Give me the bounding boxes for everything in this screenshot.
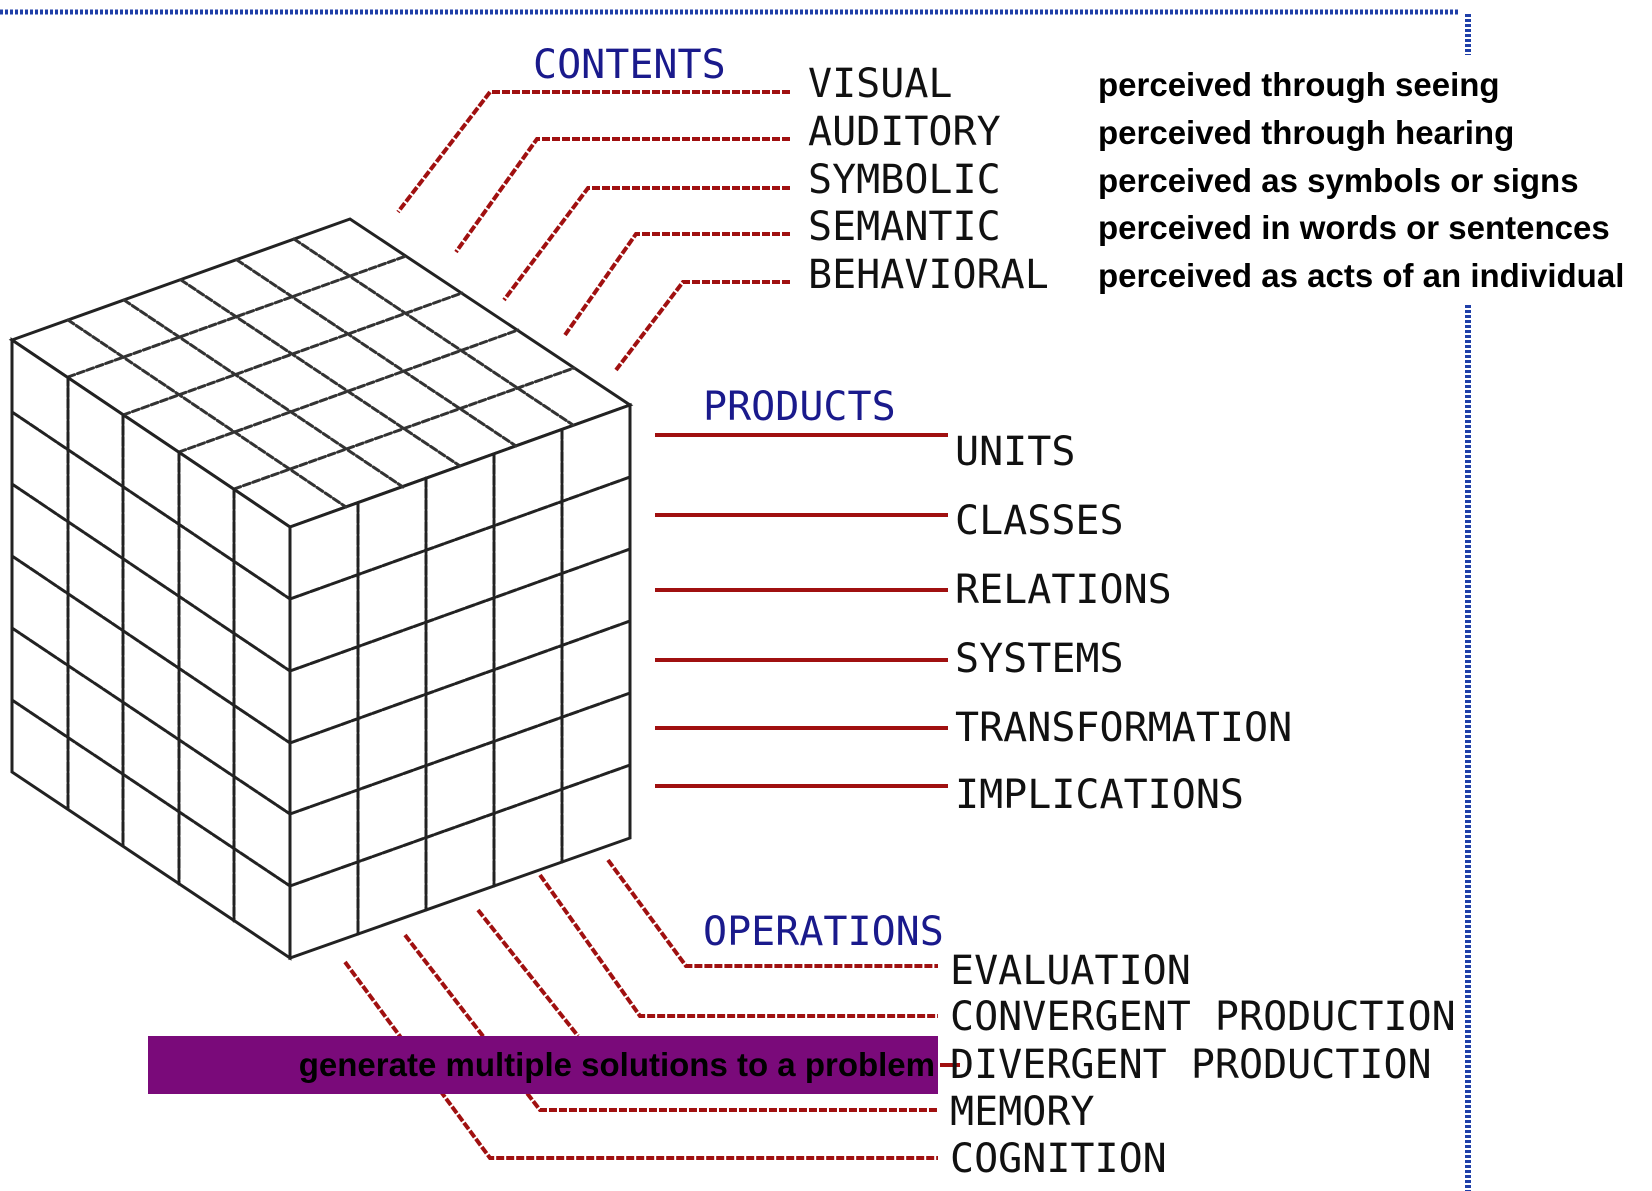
description-symbolic: perceived as symbols or signs	[1098, 162, 1579, 199]
cube-left-grid	[10, 375, 292, 923]
operations-item-divergent: DIVERGENT PRODUCTION	[950, 1042, 1432, 1088]
leader-memory	[403, 933, 938, 1112]
operations-item-memory: MEMORY	[950, 1089, 1095, 1135]
leader-lines	[343, 90, 960, 1160]
leader-symbolic	[502, 186, 790, 302]
leader-convergent	[538, 873, 938, 1018]
products-item-implications: IMPLICATIONS	[955, 772, 1244, 818]
contents-item-visual: VISUAL	[808, 61, 953, 107]
contents-labels: VISUAL AUDITORY SYMBOLIC SEMANTIC BEHAVI…	[808, 61, 1049, 298]
products-item-systems: SYSTEMS	[955, 636, 1124, 682]
leader-auditory	[454, 137, 790, 254]
highlight-banner-bg	[148, 1036, 938, 1094]
highlight-banner: generate multiple solutions to a problem	[148, 1036, 938, 1094]
leader-visual	[396, 90, 790, 214]
cube-top-grid	[66, 237, 576, 509]
operations-heading: OPERATIONS	[703, 909, 944, 955]
frame	[0, 9, 1471, 1191]
description-semantic: perceived in words or sentences	[1098, 209, 1610, 246]
operations-item-convergent: CONVERGENT PRODUCTION	[950, 994, 1456, 1040]
contents-item-behavioral: BEHAVIORAL	[808, 252, 1049, 298]
description-auditory: perceived through hearing	[1098, 114, 1514, 151]
description-behavioral: perceived as acts of an individual	[1098, 257, 1624, 294]
contents-item-symbolic: SYMBOLIC	[808, 157, 1001, 203]
operations-labels: EVALUATION CONVERGENT PRODUCTION DIVERGE…	[950, 948, 1456, 1182]
leader-divergent	[476, 908, 580, 1038]
description-visual: perceived through seeing	[1098, 66, 1500, 103]
leader-evaluation	[606, 858, 938, 968]
cube-right-grid	[288, 428, 632, 936]
products-item-units: UNITS	[955, 429, 1075, 475]
products-labels: UNITS CLASSES RELATIONS SYSTEMS TRANSFOR…	[955, 429, 1292, 818]
operations-item-evaluation: EVALUATION	[950, 948, 1191, 994]
products-item-classes: CLASSES	[955, 498, 1124, 544]
products-heading: PRODUCTS	[703, 384, 896, 430]
products-item-relations: RELATIONS	[955, 567, 1172, 613]
leader-behavioral	[614, 280, 790, 372]
contents-descriptions: perceived through seeing perceived throu…	[1098, 66, 1624, 294]
contents-item-semantic: SEMANTIC	[808, 204, 1001, 250]
contents-heading: CONTENTS	[533, 42, 726, 88]
contents-item-auditory: AUDITORY	[808, 109, 1001, 155]
products-item-transformation: TRANSFORMATION	[955, 705, 1292, 751]
operations-item-cognition: COGNITION	[950, 1136, 1167, 1182]
highlight-text: generate multiple solutions to a problem	[299, 1046, 935, 1083]
leader-semantic	[563, 232, 790, 337]
cube	[8, 217, 634, 961]
leader-cognition	[343, 960, 938, 1160]
